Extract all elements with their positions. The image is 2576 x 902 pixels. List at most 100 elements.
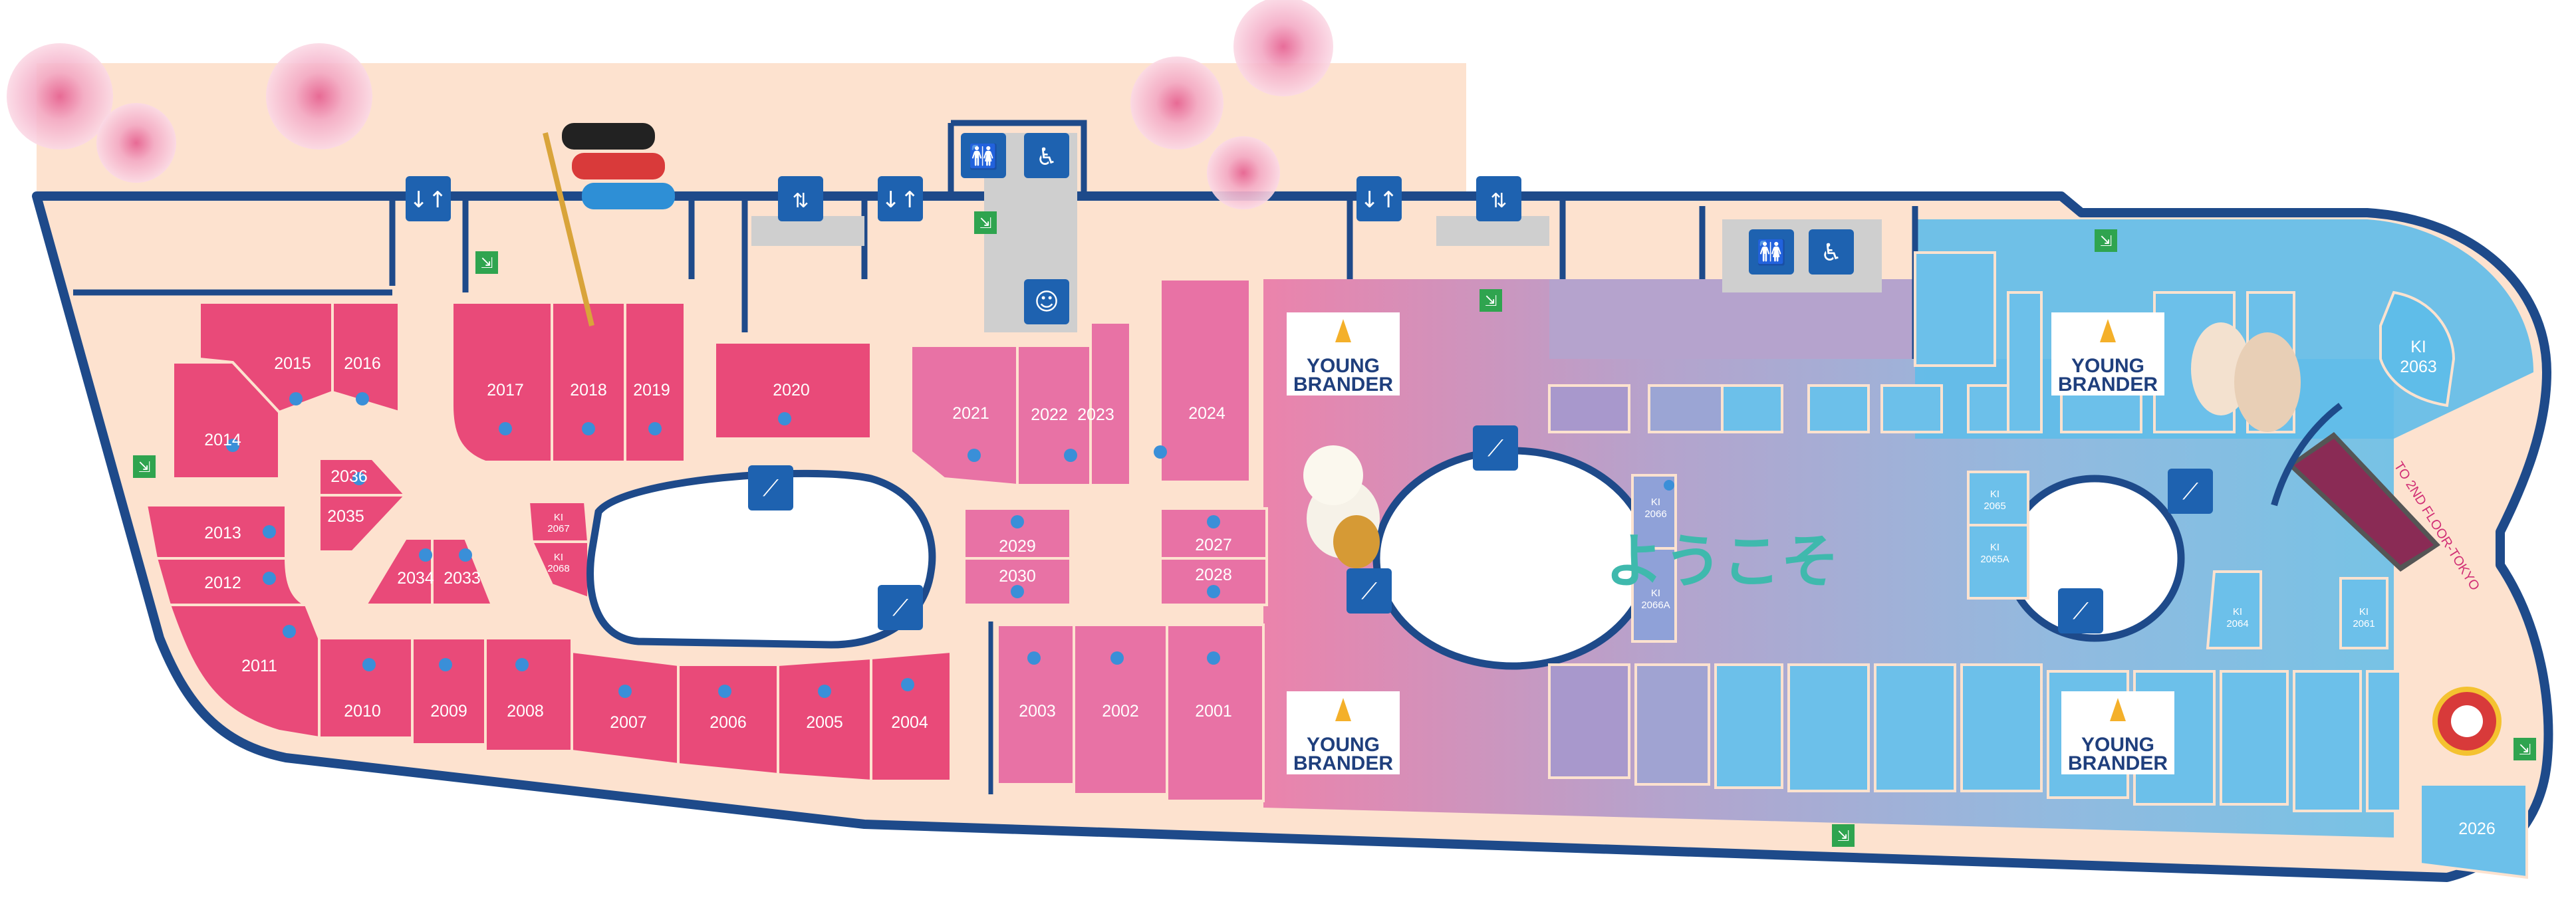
brand-name-line2: BRANDER — [1293, 752, 1393, 774]
escalator-icon: ⟋ — [1347, 568, 1392, 614]
svg-text:⇅: ⇅ — [792, 189, 809, 213]
right-zone-top — [1549, 279, 1962, 359]
brand-logo-panel-3: YOUNG BRANDER — [1287, 691, 1400, 774]
svg-text:🚻: 🚻 — [1757, 239, 1787, 267]
kiosk-label: KI — [2233, 606, 2242, 618]
unit-2003 — [996, 623, 1075, 786]
svg-text:♿: ♿ — [1821, 239, 1842, 267]
unit-2016 — [331, 301, 400, 414]
kiosk-label: KI — [1990, 542, 1999, 553]
kiosk-label: 2066A — [1641, 600, 1670, 611]
baby-care-icon: ☺ — [1024, 279, 1069, 324]
unit-2008 — [484, 637, 573, 752]
unit-2035 — [318, 494, 409, 553]
escalator-icon: ⟋ — [2168, 469, 2213, 514]
welcome-text: ようこそ — [1605, 527, 1839, 596]
svg-text:☺: ☺ — [1034, 288, 1059, 316]
unit-label: 2036 — [330, 467, 368, 486]
unit-label: 2015 — [274, 354, 311, 373]
svg-text:⇲: ⇲ — [979, 215, 991, 232]
svg-text:↓↑: ↓↑ — [1360, 187, 1398, 213]
unit-label: 2007 — [610, 713, 647, 732]
emergency-exit-icon: ⇲ — [1832, 824, 1855, 847]
unit-label: 2034 — [397, 569, 434, 588]
emergency-exit-icon: ⇲ — [133, 455, 156, 478]
kiosk-2061 — [2339, 577, 2388, 649]
shops-center — [910, 278, 1268, 802]
unit-label: 2011 — [241, 657, 277, 675]
unit-label: 2006 — [709, 713, 747, 732]
kiosk-label: KI — [1651, 588, 1660, 599]
toilet-icon: 🚻 — [1749, 229, 1794, 275]
unit-label: 2001 — [1195, 702, 1232, 721]
unit-label: 2008 — [507, 702, 544, 721]
blossom-5 — [1233, 0, 1333, 96]
unit-label: 2033 — [444, 569, 481, 588]
unit-label: 2030 — [999, 567, 1036, 586]
kiosk-label: 2061 — [2353, 618, 2375, 629]
escalator-icon: ⟋ — [2058, 588, 2103, 633]
atrium-left — [586, 469, 936, 649]
unit-label: 2009 — [430, 702, 467, 721]
unit-label: 2014 — [204, 431, 241, 449]
lift-arrows-icon: ↓↑ — [878, 176, 923, 221]
svg-text:⇲: ⇲ — [138, 459, 150, 476]
elevator-icon: ⇅ — [778, 176, 823, 221]
escalator-icon: ⟋ — [748, 465, 793, 510]
kiosk-labels: KI 2067 KI 2068 KI 2066 KI 2066A KI 2065… — [547, 338, 2437, 629]
brand-name-line1: YOUNG — [2071, 355, 2144, 377]
lift-arrows-icon: ↓↑ — [406, 176, 451, 221]
kiosk-label: KI — [554, 512, 563, 523]
kiosk-label: 2063 — [2400, 358, 2437, 376]
unit-2004 — [870, 649, 952, 782]
unit-label: 2021 — [952, 404, 989, 423]
blossom-4 — [1130, 56, 1224, 150]
svg-text:⇲: ⇲ — [481, 255, 493, 272]
location-dots — [226, 392, 1674, 698]
wheelchair-icon: ♿ — [1809, 229, 1854, 275]
svg-text:⟋: ⟋ — [2182, 479, 2198, 505]
unit-2020 — [713, 341, 872, 440]
blossom-1 — [7, 43, 113, 150]
unit-2007 — [571, 649, 680, 766]
unit-label: 2005 — [806, 713, 843, 732]
sumo-decoration — [2191, 322, 2301, 432]
atriums — [586, 447, 2185, 670]
unit-2028 — [1159, 557, 1268, 606]
emergency-exit-icon: ⇲ — [475, 251, 498, 274]
escalator-icon: ⟋ — [878, 585, 923, 630]
blossom-6 — [1207, 136, 1280, 209]
escalator-to-2nd-floor — [2287, 432, 2440, 572]
unit-2011 — [168, 604, 321, 740]
svg-text:⇲: ⇲ — [1837, 828, 1849, 845]
kiosk-2063 — [2379, 290, 2456, 407]
unit-label: 2004 — [891, 713, 928, 732]
svg-text:⟋: ⟋ — [1487, 435, 1503, 462]
cherry-blossoms — [7, 0, 1333, 209]
kiosk-label: KI — [2410, 338, 2426, 356]
mascot-badge — [2432, 687, 2502, 756]
svg-text:♿: ♿ — [1036, 144, 1057, 171]
lucky-cat-decoration — [1303, 445, 1380, 568]
kiosk-label: KI — [2359, 606, 2369, 618]
unit-label: 2020 — [773, 381, 810, 399]
unit-2010 — [318, 637, 414, 739]
escalator-icon: ⟋ — [1473, 425, 1518, 471]
unit-label: 2028 — [1195, 566, 1232, 584]
unit-label: 2022 — [1031, 405, 1068, 424]
kiosk-label: KI — [1990, 489, 1999, 500]
emergency-exits: ⇲ ⇲ ⇲ ⇲ ⇲ ⇲ ⇲ — [133, 211, 2536, 847]
unit-label: 2010 — [344, 702, 381, 721]
unit-2009 — [411, 637, 487, 746]
kiosk-label: 2065A — [1980, 554, 2009, 565]
carp-streamer-decoration — [543, 123, 675, 326]
unit-label: 2013 — [204, 524, 241, 542]
unit-label: 2024 — [1188, 404, 1225, 423]
blossom-3 — [266, 43, 372, 150]
blossom-2 — [96, 103, 176, 183]
brand-name-line2: BRANDER — [2058, 374, 2158, 395]
kiosk-2065A — [1967, 524, 2029, 600]
brand-logo-panel-2: YOUNG BRANDER — [2051, 312, 2164, 395]
unit-label: 2017 — [487, 381, 524, 399]
